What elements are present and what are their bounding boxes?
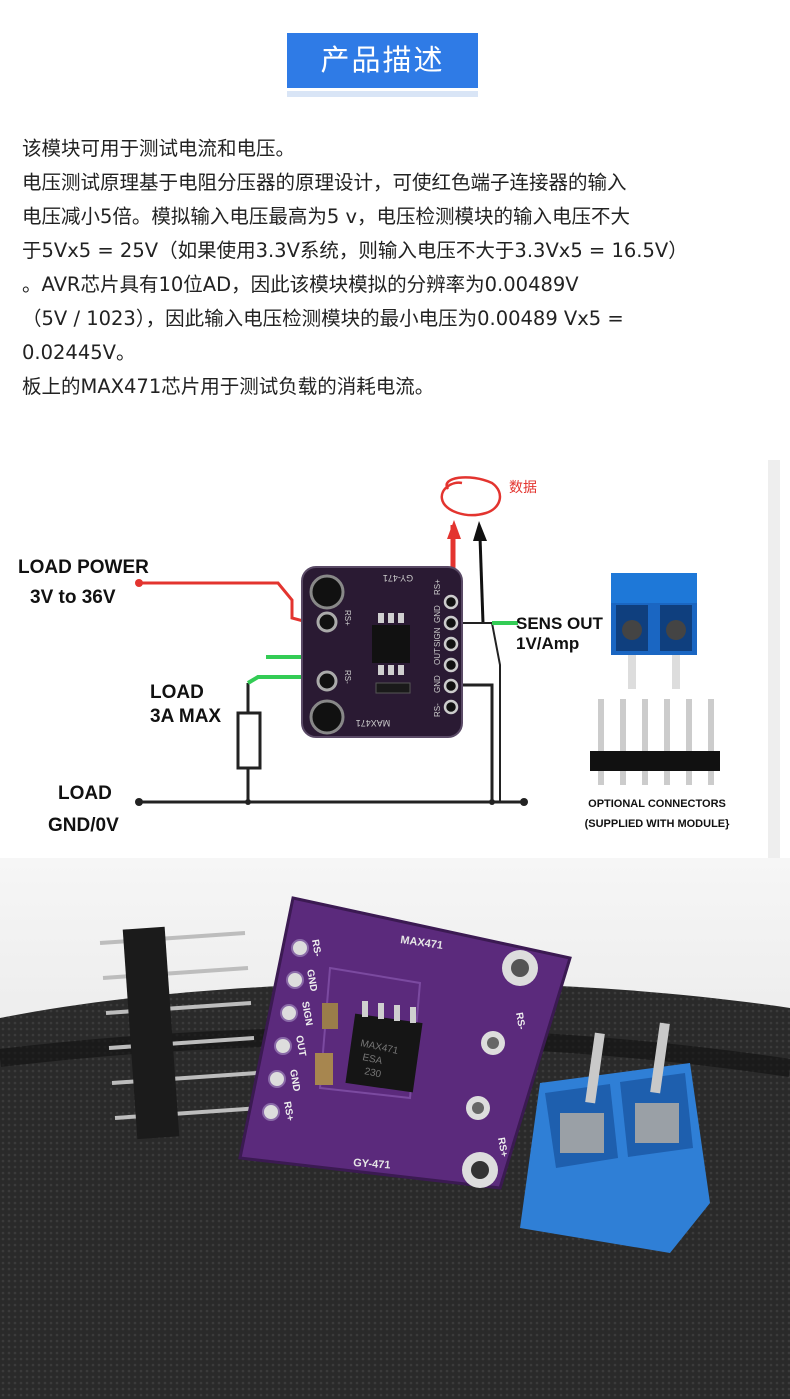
black-arrow-icon	[473, 521, 487, 541]
photo-pin-label: RS+	[281, 1101, 295, 1122]
optional-connectors-label: OPTIONAL CONNECTORS	[588, 798, 726, 810]
photo-right-label: RS+	[495, 1137, 509, 1158]
photo-pin-label: SIGN	[299, 1001, 314, 1027]
annotation-label: 数据	[509, 479, 537, 495]
sens-out-label: SENS OUT	[516, 614, 604, 633]
pin-label: OUT	[433, 648, 442, 665]
photo-chip-marking: ESA	[361, 1052, 383, 1067]
resistor-symbol	[236, 711, 262, 770]
photo-chip-marking: 230	[363, 1066, 382, 1080]
load-gnd-label: LOAD	[58, 783, 112, 804]
pin-label: RS+	[433, 579, 442, 595]
product-description: 该模块可用于测试电流和电压。 电压测试原理基于电阻分压器的原理设计，可使红色端子…	[22, 132, 782, 404]
photo-board-name: MAX471	[400, 934, 444, 952]
section-header: 产品描述	[287, 33, 478, 98]
board-bottom-label: MAX471	[356, 718, 391, 728]
title-underline	[287, 91, 478, 97]
description-line: 0.02445V。	[22, 341, 136, 364]
description-line: 于5Vx5 = 25V（如果使用3.3V系统，则输入电压不大于3.3Vx5 = …	[22, 239, 688, 262]
description-line: 该模块可用于测试电流和电压。	[22, 137, 296, 160]
sens-out-sub: 1V/Amp	[516, 634, 579, 653]
pin-header	[590, 699, 720, 785]
photo-module-board	[238, 896, 572, 1190]
load-label: LOAD	[150, 682, 204, 703]
description-line: 。AVR芯片具有10位AD，因此该模块模拟的分辨率为0.00489V	[22, 273, 579, 296]
wiring-diagram: 数据 LOAD POWER 3V to 36V LOAD 3A MAX LOAD…	[0, 455, 790, 875]
load-power-range: 3V to 36V	[30, 587, 116, 608]
module-board: GY-471 MAX471 RS+ GND SIGN OUT GND RS- R…	[301, 566, 463, 738]
photo-pin-label: OUT	[293, 1035, 307, 1058]
photo-terminal-block	[520, 1022, 710, 1253]
description-line: 板上的MAX471芯片用于测试负载的消耗电流。	[22, 375, 435, 398]
photo-right-label: RS-	[513, 1012, 527, 1031]
product-photo: MAX471 GY-471 MAX471 ESA 230 RS- GND SIG…	[0, 858, 790, 1399]
pin-label: RS+	[343, 610, 352, 626]
description-line: 电压测试原理基于电阻分压器的原理设计，可使红色端子连接器的输入	[22, 171, 627, 194]
pin-label: RS-	[343, 670, 352, 684]
section-title: 产品描述	[287, 33, 478, 88]
photo-pin-label: RS-	[309, 939, 323, 958]
annotation-scribble	[440, 476, 502, 517]
supplied-label: (SUPPLIED WITH MODULE}	[585, 818, 731, 830]
photo-pin-label: GND	[287, 1069, 302, 1093]
load-max-label: 3A MAX	[150, 706, 221, 727]
description-line: （5V / 1023），因此输入电压检测模块的最小电压为0.00489 Vx5 …	[22, 307, 624, 330]
photo-pin-header	[99, 926, 261, 1140]
load-gnd-sub: GND/0V	[48, 815, 119, 836]
pin-label: SIGN	[433, 627, 442, 647]
photo-pin-label: GND	[304, 969, 319, 993]
board-top-label: GY-471	[383, 573, 413, 583]
load-power-label: LOAD POWER	[18, 557, 149, 578]
pin-label: RS-	[433, 703, 442, 717]
photo-board-model: GY-471	[353, 1157, 391, 1172]
pin-label: GND	[433, 675, 442, 693]
terminal-block	[611, 573, 697, 689]
description-line: 电压减小5倍。模拟输入电压最高为5 v，电压检测模块的输入电压不大	[22, 205, 631, 228]
pin-label: GND	[433, 605, 442, 623]
